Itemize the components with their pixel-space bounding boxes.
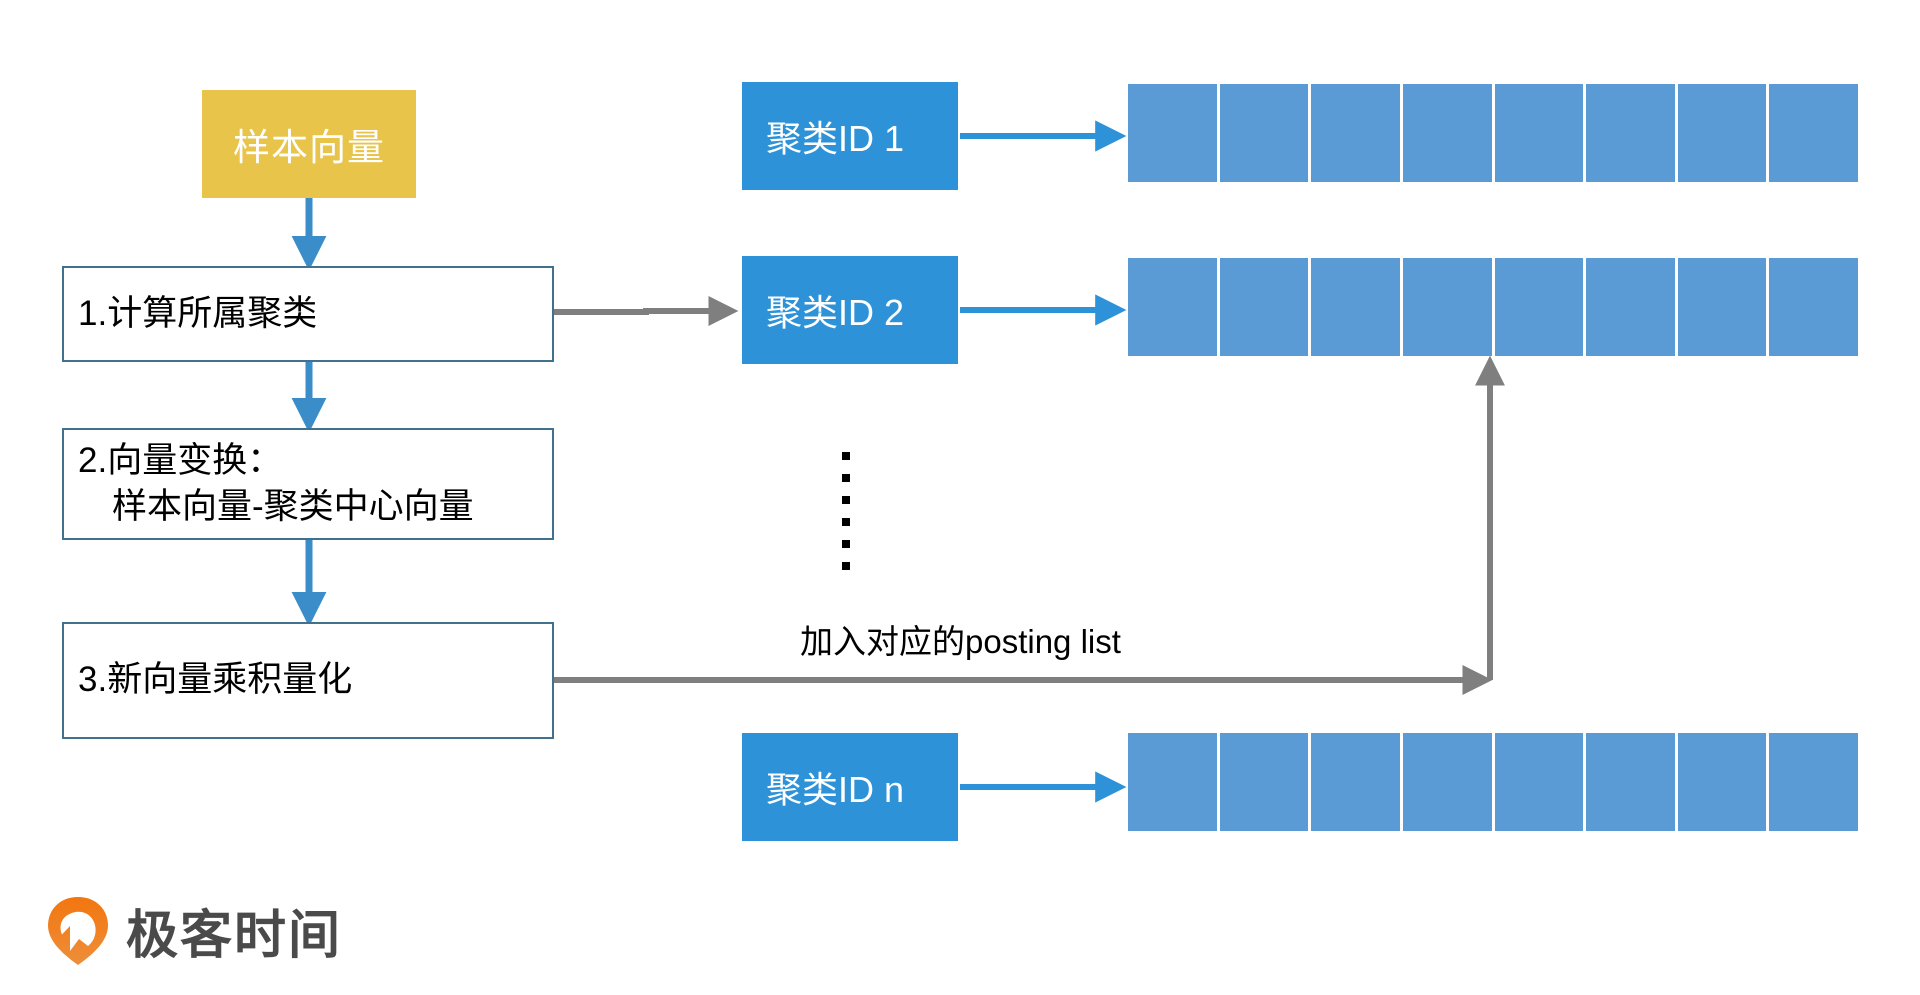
ellipsis-dot — [842, 496, 850, 504]
brand-logo: 极客时间 — [46, 893, 342, 968]
posting-list-cell[interactable] — [1494, 258, 1587, 356]
posting-list-cell[interactable] — [1402, 258, 1495, 356]
posting-list-cell[interactable] — [1219, 84, 1312, 182]
cluster-id-box-2[interactable]: 聚类ID 2 — [742, 256, 958, 364]
posting-list-cell[interactable] — [1586, 258, 1678, 356]
step-box-vector-transform[interactable]: 2.向量变换： 样本向量-聚类中心向量 — [62, 428, 554, 540]
posting-list-cell[interactable] — [1219, 258, 1312, 356]
posting-list-2[interactable] — [1128, 258, 1858, 356]
cluster-id-box-1[interactable]: 聚类ID 1 — [742, 82, 958, 190]
arrow-step1-to-cluster2 — [554, 296, 739, 326]
posting-list-1[interactable] — [1128, 84, 1858, 182]
posting-list-cell[interactable] — [1219, 733, 1312, 831]
cluster-id-label-n: 聚类ID n — [766, 769, 905, 810]
ellipsis-dot — [842, 540, 850, 548]
posting-list-cell[interactable] — [1128, 84, 1220, 182]
posting-list-cell[interactable] — [1128, 258, 1220, 356]
ellipsis-dot — [842, 562, 850, 570]
posting-list-cell[interactable] — [1494, 84, 1587, 182]
source-vector-box[interactable]: 样本向量 — [202, 90, 416, 198]
cluster-id-box-n[interactable]: 聚类ID n — [742, 733, 958, 841]
posting-list-cell[interactable] — [1677, 258, 1770, 356]
posting-list-cell[interactable] — [1586, 84, 1678, 182]
cluster-id-label-1: 聚类ID 1 — [766, 118, 905, 159]
posting-list-cell[interactable] — [1311, 258, 1403, 356]
posting-list-cell[interactable] — [1311, 733, 1403, 831]
cluster-id-label-2: 聚类ID 2 — [766, 292, 905, 333]
ellipsis-dot — [842, 518, 850, 526]
posting-list-caption: 加入对应的posting list — [800, 623, 1121, 660]
posting-list-cell[interactable] — [1769, 258, 1858, 356]
posting-list-cell[interactable] — [1402, 84, 1495, 182]
posting-list-cell[interactable] — [1769, 733, 1858, 831]
vertical-ellipsis-icon — [842, 452, 850, 570]
posting-list-cell[interactable] — [1769, 84, 1858, 182]
step-3-label: 3.新向量乘积量化 — [78, 660, 353, 700]
step-2-text-group: 2.向量变换： 样本向量-聚类中心向量 — [78, 438, 474, 530]
step-2-label-line2: 样本向量-聚类中心向量 — [112, 487, 474, 526]
ellipsis-dot — [842, 474, 850, 482]
step-box-compute-cluster[interactable]: 1.计算所属聚类 — [62, 266, 554, 362]
step-1-label: 1.计算所属聚类 — [78, 293, 318, 333]
posting-list-cell[interactable] — [1128, 733, 1220, 831]
posting-list-cell[interactable] — [1677, 84, 1770, 182]
posting-list-cell[interactable] — [1677, 733, 1770, 831]
posting-list-n[interactable] — [1128, 733, 1858, 831]
step-2-label-line1: 2.向量变换： — [78, 440, 283, 480]
geek-time-pin-icon — [48, 896, 108, 965]
ellipsis-dot — [842, 452, 850, 460]
brand-name: 极客时间 — [126, 906, 343, 966]
source-vector-label: 样本向量 — [233, 127, 385, 168]
posting-list-cell[interactable] — [1402, 733, 1495, 831]
posting-list-cell[interactable] — [1586, 733, 1678, 831]
step-box-product-quantization[interactable]: 3.新向量乘积量化 — [62, 622, 554, 739]
posting-list-cell[interactable] — [1494, 733, 1587, 831]
posting-list-cell[interactable] — [1311, 84, 1403, 182]
